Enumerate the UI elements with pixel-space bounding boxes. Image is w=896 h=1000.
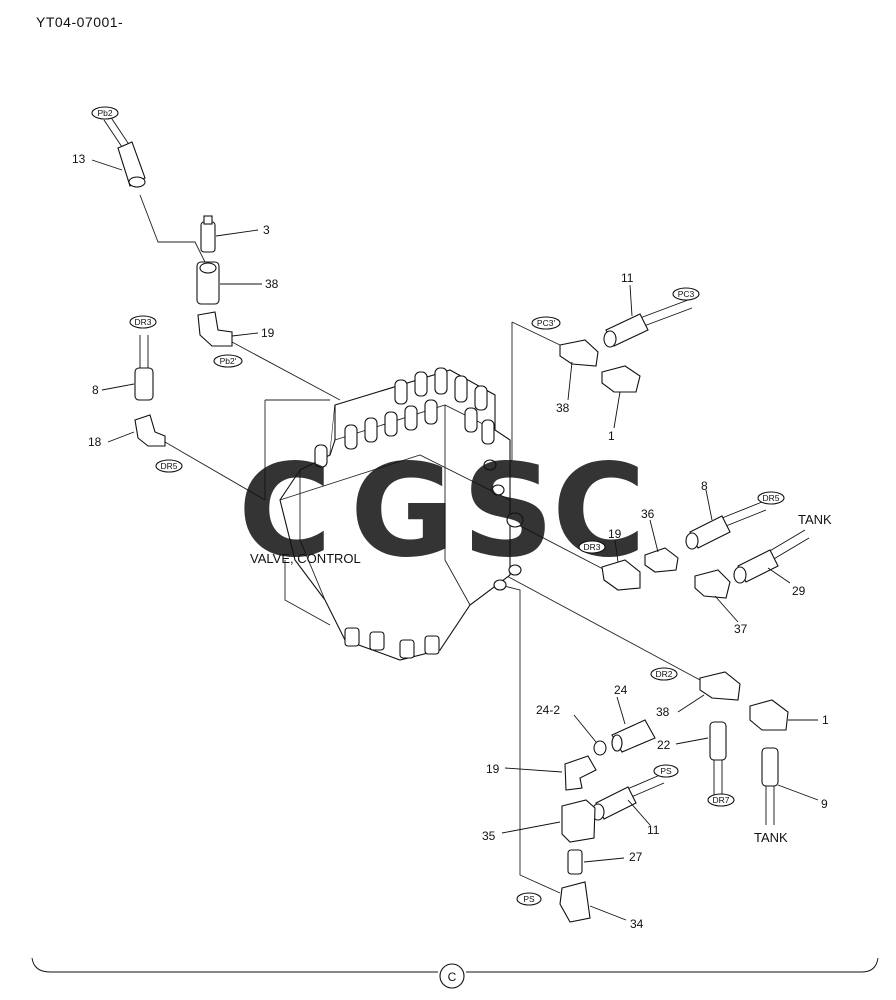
fitting-38-lower — [699, 671, 741, 701]
elbow-18 — [134, 414, 166, 447]
elbow-19-top — [197, 311, 233, 347]
leader-lines — [91, 159, 819, 921]
block-35 — [561, 799, 596, 843]
footer-mark: C — [448, 970, 457, 984]
part-9: 9 — [821, 797, 828, 811]
part-11-lower: 11 — [647, 823, 660, 837]
part-13: 13 — [72, 152, 86, 166]
elbow-34 — [559, 881, 591, 923]
tag-pb2-mid: Pb2' — [220, 356, 237, 366]
diagram-code: YT04-07001- — [36, 14, 124, 30]
control-valve-body — [279, 367, 524, 661]
part-19-right: 19 — [608, 527, 622, 541]
tag-dr5-right: DR5 — [762, 493, 779, 503]
fitting-38-right — [559, 339, 599, 367]
hose-13 — [103, 115, 146, 188]
part-38-top: 38 — [265, 277, 279, 291]
part-19-top: 19 — [261, 326, 275, 340]
hose-9 — [761, 747, 779, 825]
tank-label-lower: TANK — [754, 830, 788, 845]
part-24: 24 — [614, 683, 628, 697]
part-1-lower: 1 — [822, 713, 829, 727]
connection-lines — [139, 194, 701, 894]
port-tags: Pb2 Pb2' DR3 DR5 PC3 PC3' DR5 DR3 DR2 PS… — [91, 106, 785, 906]
part-3: 3 — [263, 223, 270, 237]
valve-label: VALVE, CONTROL — [250, 551, 361, 566]
hose-29 — [733, 529, 810, 584]
part-29: 29 — [792, 584, 806, 598]
part-22: 22 — [657, 738, 671, 752]
tag-pb2-top: Pb2 — [97, 108, 112, 118]
elbow-19-lower — [564, 755, 597, 791]
part-34: 34 — [630, 917, 644, 931]
tag-dr5-left: DR5 — [160, 461, 177, 471]
part-8-left: 8 — [92, 383, 99, 397]
tag-dr3-right: DR3 — [583, 542, 600, 552]
fitting-36 — [644, 547, 679, 573]
tank-label-upper: TANK — [798, 512, 832, 527]
part-8-right: 8 — [701, 479, 708, 493]
watermark-letter-3: S — [462, 437, 554, 586]
fitting-38-top — [196, 261, 220, 305]
watermark: C G S C — [238, 437, 646, 586]
watermark-letter-2: G — [350, 437, 455, 586]
elbow-19-right — [601, 559, 641, 591]
tag-ps-b: PS — [523, 894, 535, 904]
elbow-37 — [694, 569, 731, 599]
hose-8-left — [134, 335, 154, 401]
o-ring-24-2 — [593, 740, 607, 756]
tag-dr2: DR2 — [655, 669, 672, 679]
tag-dr3-left: DR3 — [134, 317, 151, 327]
part-19-lower: 19 — [486, 762, 500, 776]
footer-bracket: C — [31, 957, 879, 989]
part-1-upper: 1 — [608, 429, 615, 443]
part-38-right: 38 — [556, 401, 570, 415]
fitting-27 — [567, 849, 583, 875]
part-11-top: 11 — [621, 271, 634, 285]
hose-11-top — [603, 299, 693, 348]
hose-11-lower — [591, 774, 665, 821]
hose-8-right — [685, 501, 767, 550]
connector-24 — [611, 719, 656, 753]
part-18: 18 — [88, 435, 102, 449]
watermark-letter-1: C — [238, 437, 332, 586]
tag-pc3-a: PC3 — [678, 289, 695, 299]
elbow-1-upper — [601, 365, 641, 393]
part-24-2: 24-2 — [536, 703, 560, 717]
part-36: 36 — [641, 507, 655, 521]
elbow-1-lower — [749, 699, 789, 731]
fitting-3 — [200, 215, 216, 253]
tag-dr7: DR7 — [712, 795, 729, 805]
tag-ps-a: PS — [660, 766, 672, 776]
part-37: 37 — [734, 622, 748, 636]
part-numbers: 13 3 38 19 8 18 11 38 1 8 36 19 29 37 38… — [72, 152, 829, 931]
part-27: 27 — [629, 850, 643, 864]
watermark-letter-4: C — [552, 437, 646, 586]
tag-pc3-b: PC3' — [537, 318, 556, 328]
hose-22 — [709, 721, 727, 795]
part-35: 35 — [482, 829, 496, 843]
part-38-lower: 38 — [656, 705, 670, 719]
